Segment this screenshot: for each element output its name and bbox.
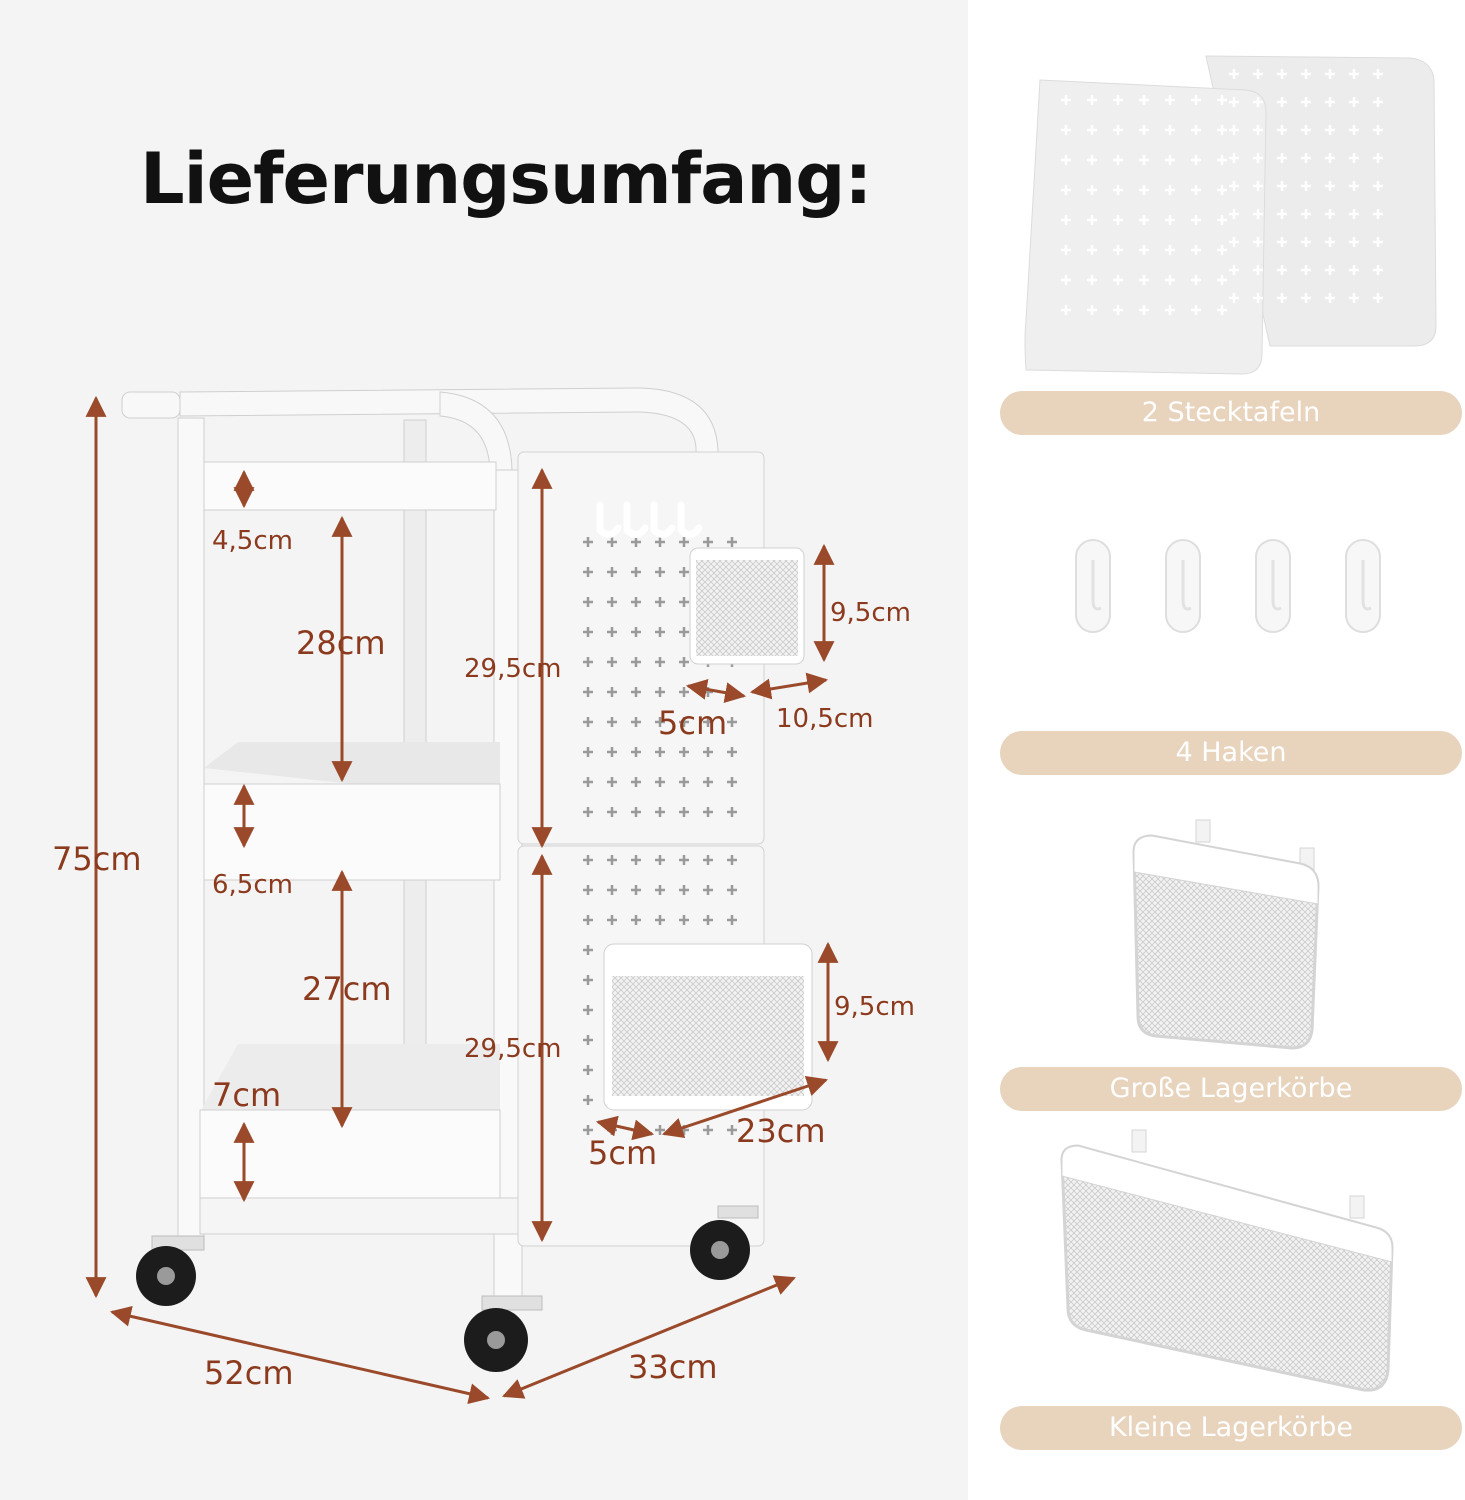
- dim-lower-gap: 27cm: [302, 970, 392, 1008]
- dim-large-basket-height: 9,5cm: [834, 992, 915, 1022]
- dim-small-basket-depth: 5cm: [658, 704, 728, 742]
- dim-pegboard-upper: 29,5cm: [464, 654, 562, 684]
- page-title: Lieferungsumfang:: [140, 138, 872, 220]
- item-label-pegboards: 2 Stecktafeln: [1000, 391, 1462, 435]
- dim-total-height: 75cm: [52, 840, 142, 878]
- hooks-image: [1075, 539, 1381, 633]
- item-label-hooks: 4 Haken: [1000, 731, 1462, 775]
- pegboards-image: [1024, 55, 1437, 375]
- dim-top-rail: 4,5cm: [212, 526, 293, 556]
- large-basket-image: [1132, 819, 1320, 1050]
- dim-large-basket-width: 23cm: [736, 1112, 826, 1150]
- dim-large-basket-depth: 5cm: [588, 1134, 658, 1172]
- dim-depth: 33cm: [628, 1348, 718, 1386]
- dim-small-basket-height: 9,5cm: [830, 598, 911, 628]
- item-label-small-baskets: Kleine Lagerkörbe: [1000, 1406, 1462, 1450]
- dimension-arrows: [85, 395, 839, 1405]
- dim-upper-gap: 28cm: [296, 624, 386, 662]
- caster-wheels: [136, 1205, 759, 1372]
- dim-width: 52cm: [204, 1354, 294, 1392]
- small-basket-image: [1060, 1129, 1394, 1392]
- dim-middle-tray: 6,5cm: [212, 870, 293, 900]
- item-label-large-baskets: Große Lagerkörbe: [1000, 1067, 1462, 1111]
- dim-pegboard-lower: 29,5cm: [464, 1034, 562, 1064]
- dim-small-basket-width: 10,5cm: [776, 704, 874, 734]
- dim-bottom-tray: 7cm: [212, 1076, 282, 1114]
